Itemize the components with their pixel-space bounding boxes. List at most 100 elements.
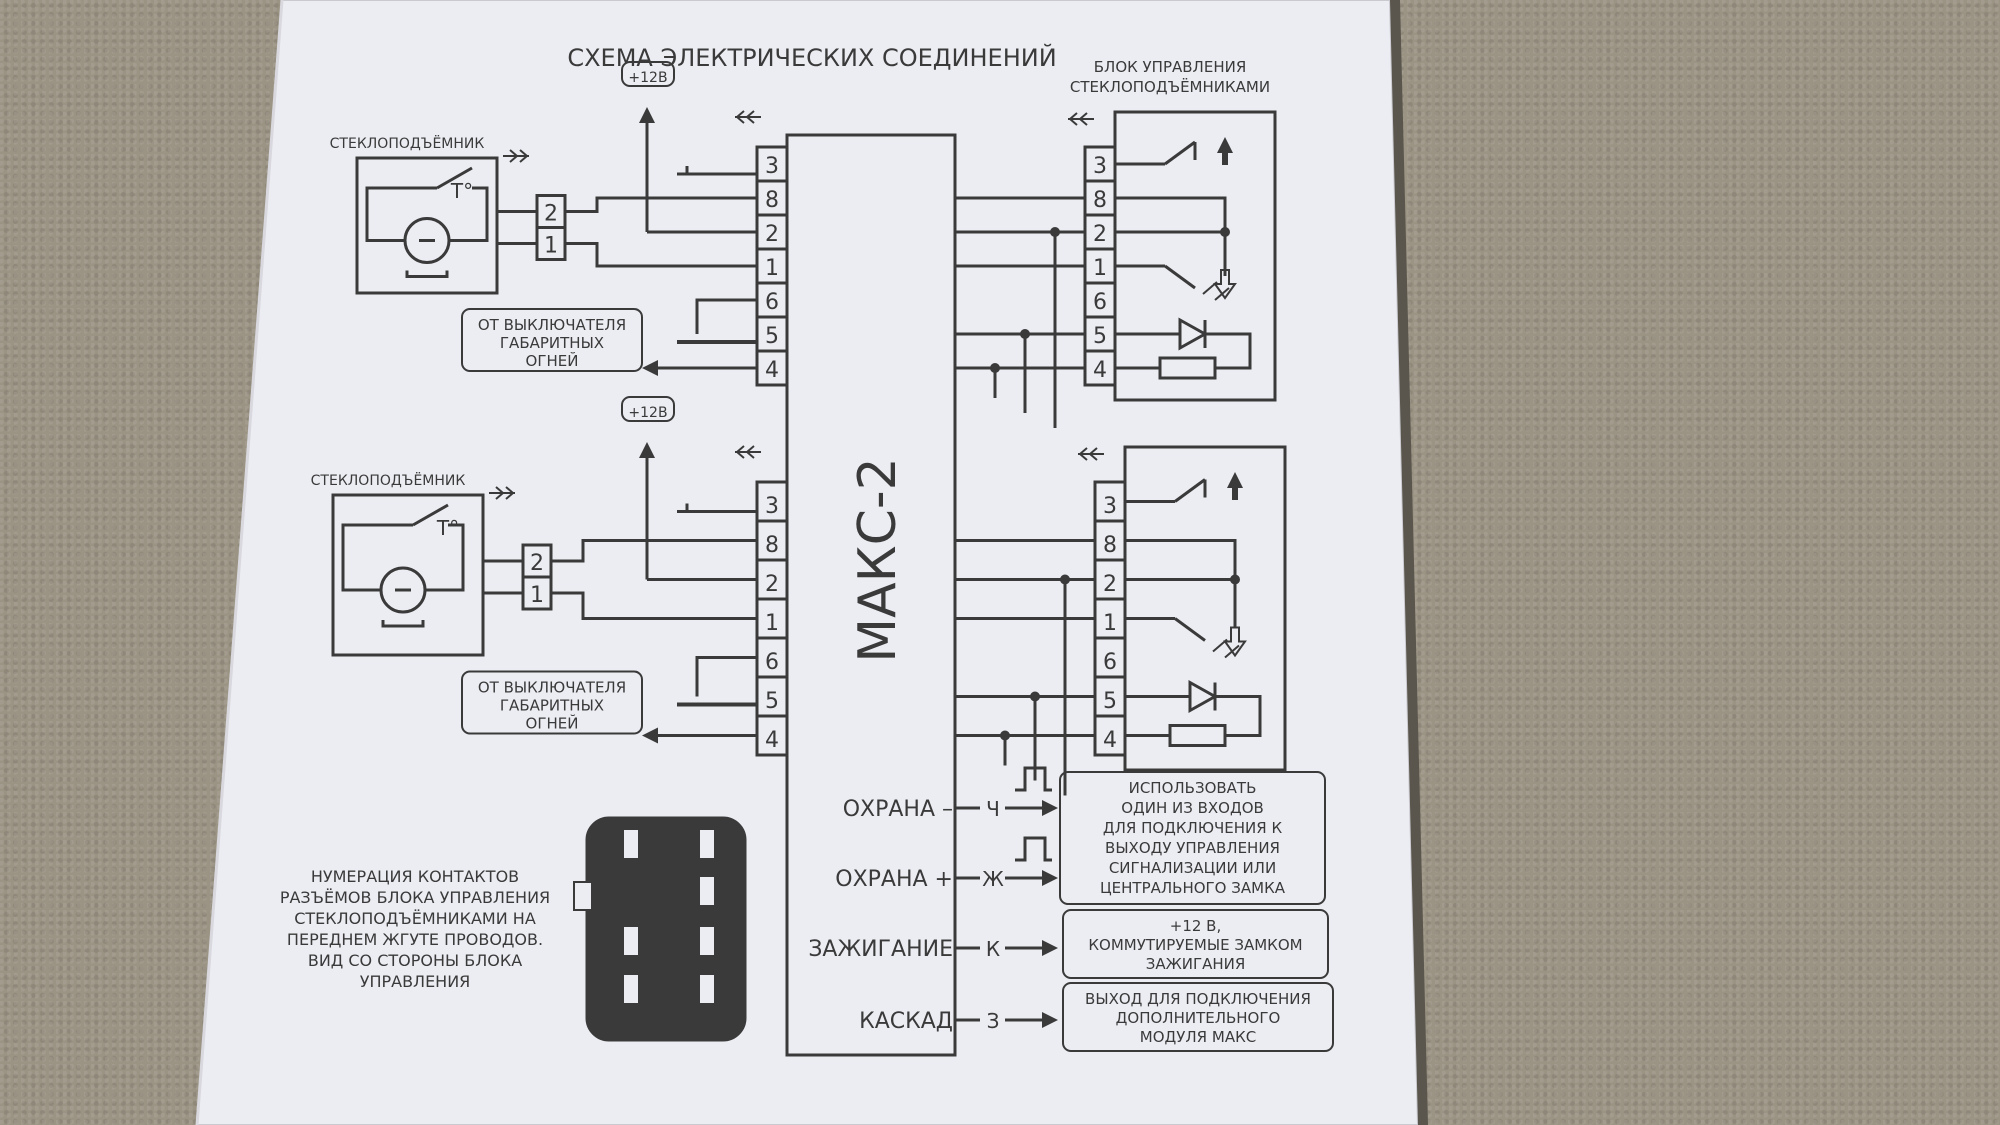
cascade-note-line: ВЫХОД ДЛЯ ПОДКЛЮЧЕНИЯ [1085,990,1311,1008]
connector-pin-label: 5 [649,980,662,1004]
output-wire-code: Ж [982,867,1004,891]
connector-pin-label: 3 [725,882,738,906]
connector-slot-icon [700,927,714,955]
unit-pin-left-label: 6 [765,650,779,675]
connector-slot-icon [624,927,638,955]
motor-base-icon [405,270,449,278]
output-wire-code: З [987,1009,1000,1033]
lights-switch-note-line: ОТ ВЫКЛЮЧАТЕЛЯ [478,679,626,697]
temp-symbol: T° [450,179,473,203]
connector-caption: СТЕКЛОПОДЪЁМНИКАМИ НА [294,909,536,928]
connector-pin-label: 4 [725,835,738,859]
unit-pin-right-label: 4 [1103,728,1117,753]
unit-pin-right-label: 5 [1093,324,1107,349]
control-unit-title: СТЕКЛОПОДЪЁМНИКАМИ [1070,77,1270,96]
window-control-unit [1113,110,1277,402]
arrow-right-icon [1042,870,1058,886]
alarm-note [1059,771,1326,905]
arrow-right-icon [1042,800,1058,816]
led-icon [1178,317,1209,351]
junction-dot [1000,730,1010,741]
unit-pin-right-label: 2 [1093,222,1107,247]
arrow-up-icon [639,107,655,123]
connector-caption: РАЗЪЁМОВ БЛОКА УПРАВЛЕНИЯ [280,888,550,907]
unit-pin-left-label: 5 [765,689,779,714]
unit-pin-left-label: 3 [765,494,779,519]
motor-pin-label: 2 [544,202,558,227]
lights-switch-note-line: ОГНЕЙ [526,351,579,370]
cascade-note-line: ДОПОЛНИТЕЛЬНОГО [1116,1009,1281,1027]
lights-switch-note-line: ГАБАРИТНЫХ [500,334,604,352]
wire [1174,617,1206,642]
unit-pin-right-label: 6 [1093,290,1107,315]
pulse-neg-icon [1015,766,1052,792]
output-label: ЗАЖИГАНИЕ [808,937,953,962]
connector-slot-icon [624,975,638,1003]
output-label: ОХРАНА + [835,867,953,892]
thermal-switch-icon [436,166,473,190]
window-lifter-label: СТЕКЛОПОДЪЁМНИК [330,134,485,152]
arrow-up-icon [1227,472,1243,488]
arrow-left-icon [642,360,658,376]
motor-pin-label: 2 [530,551,544,576]
alarm-note-line: ВЫХОДУ УПРАВЛЕНИЯ [1105,839,1280,857]
arrow-right-icon [1042,1012,1058,1028]
output-wire-code: Ч [986,797,1000,821]
unit-pin-right-label: 5 [1103,689,1117,714]
motor-wire [449,186,489,242]
lights-switch-note [461,308,643,372]
wire [695,298,757,334]
diagram-title: СХЕМА ЭЛЕКТРИЧЕСКИХ СОЕДИНЕНИЙ [567,43,1056,72]
unit-pin-right-label: 8 [1093,188,1107,213]
wire [1115,196,1227,232]
unit-pin-left-label: 1 [765,256,779,281]
wire [1174,478,1206,503]
window-lifter-box [355,156,499,295]
motor-wire [365,186,437,242]
ignition-note-line: КОММУТИРУЕМЫЕ ЗАМКОМ [1088,936,1302,954]
wire [1164,140,1196,166]
output-label: ОХРАНА – [843,797,953,822]
maks2-unit-label: МАКС-2 [848,457,908,663]
plus12-label-line: +12В [628,405,667,421]
arrow-up-icon [639,442,655,458]
connector-slot-icon [700,877,714,905]
unit-pin-left-label: 6 [765,290,779,315]
connector-slot-icon [624,830,638,858]
alarm-note-line: ИСПОЛЬЗОВАТЬ [1129,779,1257,797]
unit-pin-left-label: 2 [765,572,779,597]
motor-wire [565,242,757,268]
unit-pin-right-label: 8 [1103,533,1117,558]
unit-pin-left-label: 4 [765,728,779,753]
motor-pin-label: 1 [530,583,544,608]
ignition-note-line: +12 В, [1170,917,1221,935]
ignition-note-line: ЗАЖИГАНИЯ [1146,955,1246,973]
plus12-label [621,396,675,422]
thermal-switch-icon [412,503,449,527]
junction-dot [1020,329,1030,339]
arrow-up-icon [1217,137,1233,153]
junction-dot [1030,691,1040,702]
lights-switch-note-line: ГАБАРИТНЫХ [500,697,604,715]
unit-pin-left-label: 1 [765,611,779,636]
arrow-right-icon [1042,940,1058,956]
arrow-down-icon [1213,269,1237,300]
unit-pin-right-label: 1 [1103,611,1117,636]
wire [1215,695,1262,737]
motor-wire [425,523,465,592]
unit-pin-left-label: 2 [765,222,779,247]
connector-caption: УПРАВЛЕНИЯ [360,972,471,991]
output-wire-code: К [986,937,1000,961]
lights-switch-note-line: ОТ ВЫКЛЮЧАТЕЛЯ [478,316,626,334]
unit-pin-right-label: 1 [1093,256,1107,281]
plus12-label-line: +12В [628,70,667,86]
lights-switch-note-line: ОГНЕЙ [526,714,579,733]
cascade-note [1062,982,1334,1052]
arrow-left-icon [642,727,658,744]
unit-pin-left-label: 3 [765,154,779,179]
unit-pin-left-label: 8 [765,188,779,213]
connector-pin-label: 8 [649,835,662,859]
connector-slot-icon [700,975,714,1003]
connector-pin-label: 6 [649,932,662,956]
